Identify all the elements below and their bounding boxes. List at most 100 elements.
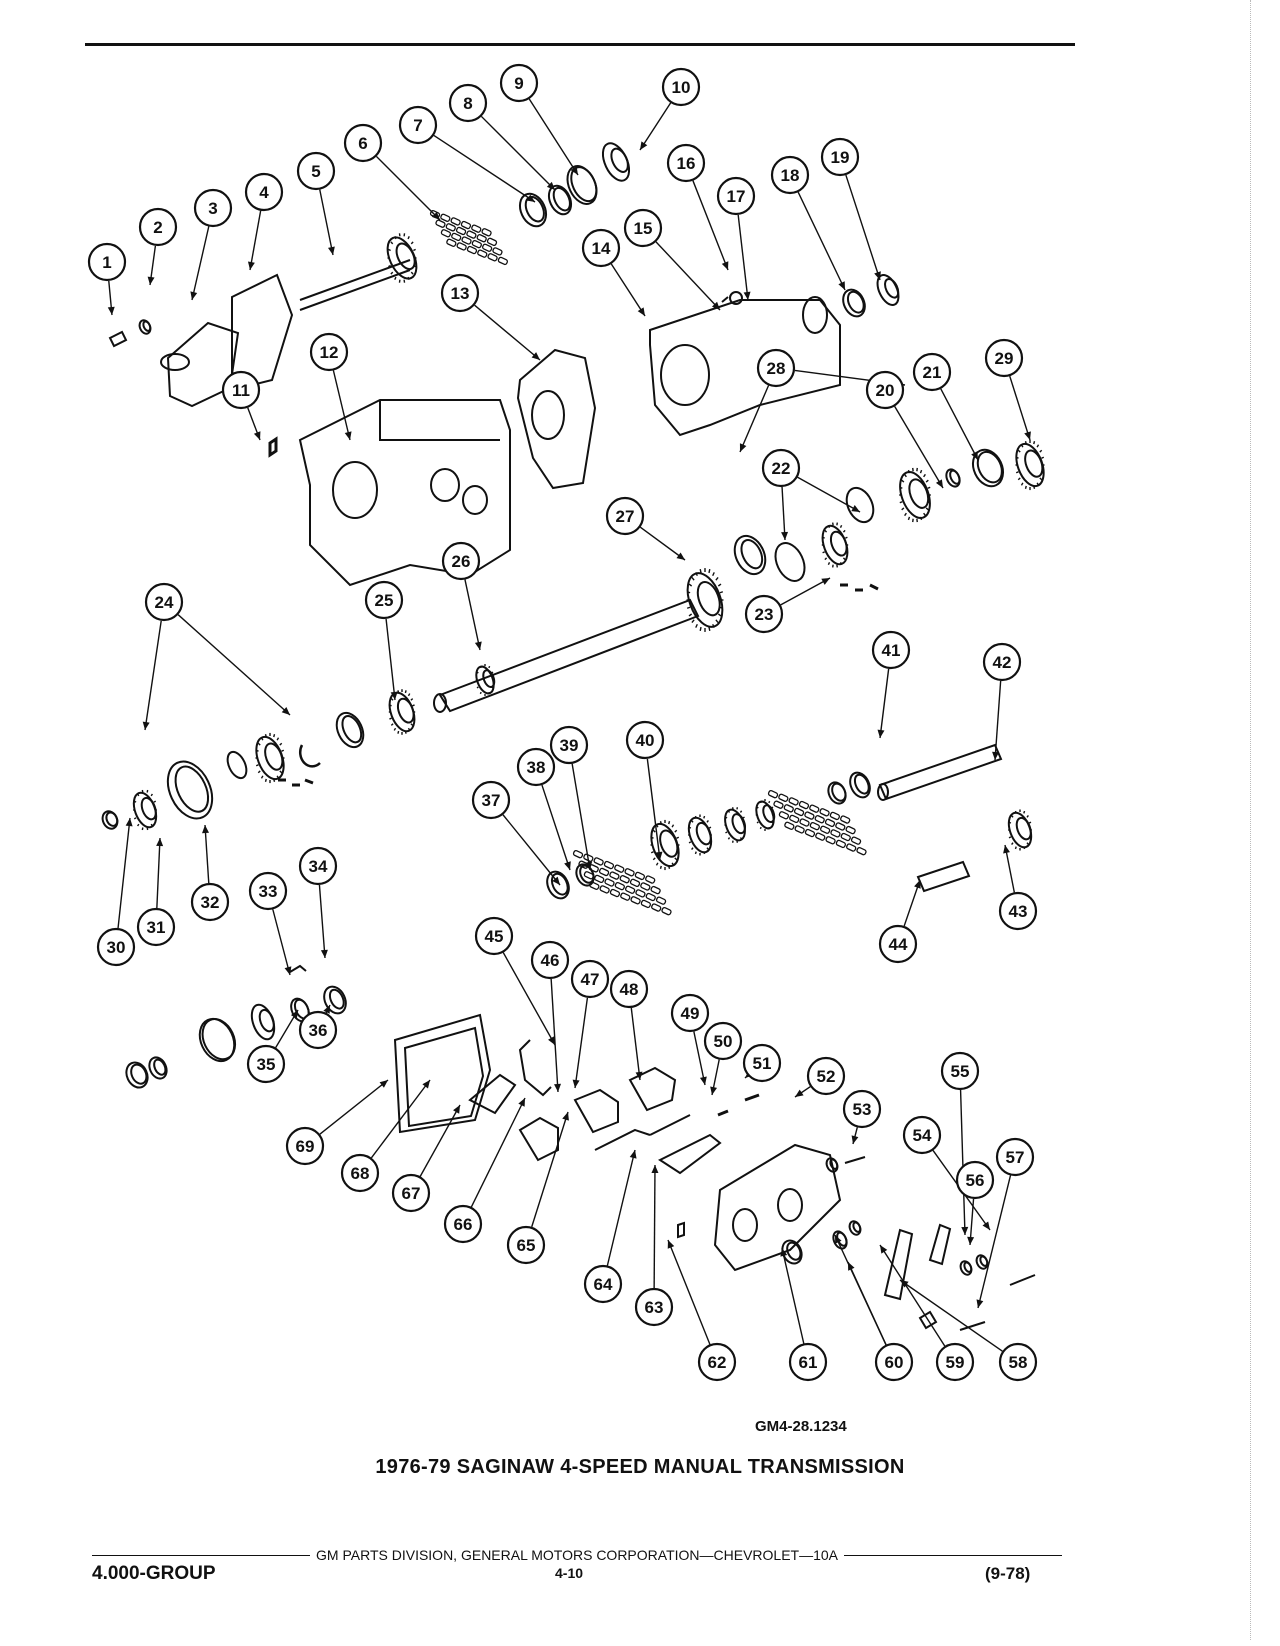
leader-arrowhead [554, 1083, 562, 1092]
leader-arrowhead [142, 721, 150, 730]
footer-publisher-line: GM PARTS DIVISION, GENERAL MOTORS CORPOR… [92, 1547, 1063, 1563]
callout-label: 47 [581, 970, 600, 989]
leader-arrowhead [125, 818, 133, 827]
leader-arrowhead [992, 751, 1000, 760]
callout-61: 61 [788, 1342, 828, 1382]
callout-label: 1 [102, 253, 111, 272]
gear-part [255, 732, 285, 784]
leader-line [879, 1244, 946, 1347]
leader-line [903, 879, 921, 927]
leader-arrowhead [546, 181, 555, 190]
leader-arrowhead [795, 1089, 804, 1097]
leader-arrowhead [743, 291, 751, 300]
callout-label: 26 [452, 552, 471, 571]
leader-arrowhead [851, 1135, 859, 1144]
leader-arrowhead [971, 451, 978, 460]
callout-26: 26 [441, 541, 481, 581]
leader-line [894, 405, 944, 489]
ring-part [546, 870, 570, 900]
leader-arrowhead [967, 1236, 975, 1245]
ring-part [226, 750, 248, 780]
callout-34: 34 [298, 846, 338, 886]
leader-line [899, 1279, 1003, 1352]
leader-line [574, 997, 589, 1089]
callout-label: 35 [257, 1055, 276, 1074]
leader-line [474, 304, 541, 361]
callout-17: 17 [716, 176, 756, 216]
callout-label: 6 [358, 134, 367, 153]
leader-line [419, 1104, 461, 1177]
leader-line [845, 174, 881, 281]
figure-title: 1976-79 SAGINAW 4-SPEED MANUAL TRANSMISS… [375, 1456, 905, 1478]
gear-part [876, 274, 900, 306]
leader-line [692, 180, 729, 271]
leader-line [319, 189, 334, 256]
leader-arrowhead [422, 1080, 430, 1089]
callout-35: 35 [246, 1044, 286, 1084]
leader-line [653, 1164, 656, 1289]
callout-label: 61 [799, 1353, 818, 1372]
ring-part [335, 711, 365, 749]
leader-line [272, 909, 291, 976]
callout-label: 28 [767, 359, 786, 378]
callout-label: 57 [1006, 1148, 1025, 1167]
callout-label: 68 [351, 1164, 370, 1183]
leader-line [639, 526, 686, 561]
leader-arrowhead [548, 1036, 555, 1045]
gear-part [755, 799, 776, 831]
footer-publisher: GM PARTS DIVISION, GENERAL MOTORS CORPOR… [316, 1547, 838, 1563]
leader-line [797, 191, 846, 291]
leader-arrowhead [651, 1165, 659, 1174]
callout-label: 34 [309, 857, 328, 876]
leader-arrowhead [202, 825, 210, 834]
callout-43: 43 [998, 891, 1038, 931]
leader-line [550, 978, 559, 1093]
callout-label: 45 [485, 927, 504, 946]
callout-24: 24 [144, 582, 184, 622]
ring-part [733, 534, 767, 576]
callout-53: 53 [842, 1089, 882, 1129]
leader-arrowhead [585, 861, 593, 870]
leader-arrowhead [821, 578, 830, 585]
callout-49: 49 [670, 993, 710, 1033]
callout-47: 47 [570, 959, 610, 999]
callout-label: 21 [923, 363, 942, 382]
leader-arrowhead [253, 431, 261, 440]
leader-arrowhead [379, 1080, 388, 1088]
callout-62: 62 [697, 1342, 737, 1382]
leader-line [177, 614, 291, 716]
callout-4: 4 [244, 172, 284, 212]
callout-label: 17 [727, 187, 746, 206]
page-edge-marks [1250, 0, 1253, 1640]
gear-part [724, 807, 747, 843]
ring-part [566, 165, 598, 205]
leader-arrowhead [107, 306, 115, 315]
leader-line [571, 763, 591, 871]
callout-label: 9 [514, 74, 523, 93]
callout-label: 63 [645, 1298, 664, 1317]
gear-part [821, 522, 849, 568]
leader-line [737, 214, 749, 301]
ring-part [166, 760, 214, 820]
callout-label: 20 [876, 381, 895, 400]
callout-label: 27 [616, 507, 635, 526]
callout-3: 3 [193, 188, 233, 228]
callout-37: 37 [471, 780, 511, 820]
figure-id: GM4-28.1234 [755, 1418, 847, 1435]
callout-48: 48 [609, 969, 649, 1009]
leader-line [780, 577, 831, 606]
callout-label: 39 [560, 736, 579, 755]
callout-label: 65 [517, 1236, 536, 1255]
ring-part [849, 771, 871, 799]
gear-part [1007, 809, 1033, 851]
roller-bearings-part [767, 790, 867, 856]
callout-label: 36 [309, 1021, 328, 1040]
callout-label: 38 [527, 758, 546, 777]
callout-label: 37 [482, 791, 501, 810]
callout-label: 3 [208, 199, 217, 218]
callout-69: 69 [285, 1126, 325, 1166]
callout-5: 5 [296, 151, 336, 191]
leader-line [385, 618, 396, 701]
leader-arrowhead [431, 211, 440, 220]
leader-line [781, 486, 786, 541]
